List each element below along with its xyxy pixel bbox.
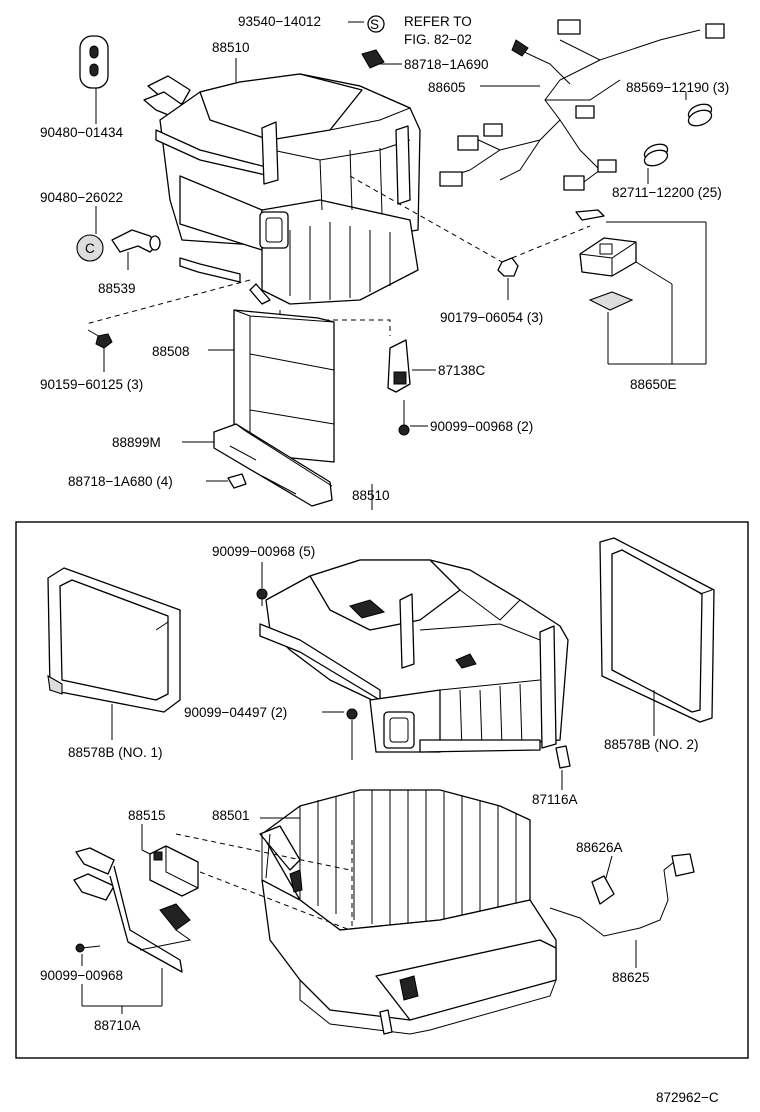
- label-88510-top: 88510: [212, 40, 250, 55]
- cooling-unit-88510-top: [143, 73, 421, 305]
- clip-90480-01434: [79, 35, 109, 89]
- lower-case-88501: [261, 833, 557, 1035]
- label-88605: 88605: [428, 80, 466, 95]
- label-88515: 88515: [128, 808, 166, 823]
- label-c-mark: C: [85, 241, 95, 256]
- clip-88718-1a680: [206, 473, 247, 489]
- tube-88710a: [73, 847, 192, 973]
- upper-case-88510: [259, 559, 569, 753]
- label-88710a: 88710A: [94, 1018, 141, 1033]
- label-82711-12200: 82711−12200 (25): [612, 185, 722, 200]
- label-88899m: 88899M: [112, 435, 161, 450]
- thermistor-88625: [549, 853, 695, 968]
- label-90159-60125: 90159−60125 (3): [40, 377, 143, 392]
- label-90099-00968: 90099−00968: [40, 968, 123, 983]
- expansion-valve-88515: [141, 824, 199, 897]
- gasket-88578b-no1: [47, 567, 181, 740]
- label-88718-1a680: 88718−1A680 (4): [68, 474, 173, 489]
- clamp-82711-12200: [643, 143, 669, 167]
- dashed-guides-bottom: [175, 833, 353, 931]
- label-figure-code: 872962−C: [656, 1090, 719, 1105]
- label-90099-04497: 90099−04497 (2): [184, 705, 287, 720]
- leader-88710a: [81, 968, 163, 1014]
- leader-lines-top: [95, 58, 687, 510]
- label-88539: 88539: [98, 281, 136, 296]
- label-88578b-no1: 88578B (NO. 1): [68, 745, 163, 760]
- label-90179-06054: 90179−06054 (3): [440, 310, 543, 325]
- gasket-88578b-no2: [599, 537, 715, 736]
- label-88501: 88501: [212, 808, 250, 823]
- screw-90099-00968-2: [398, 400, 428, 436]
- label-s-mark: S: [370, 17, 379, 32]
- label-88650e: 88650E: [630, 377, 677, 392]
- label-88718-1a690: 88718−1A690: [404, 57, 488, 72]
- filter-holder-88899m: [182, 423, 333, 507]
- drain-hose-88539: [111, 229, 161, 270]
- label-88569-12190: 88569−12190 (3): [626, 80, 729, 95]
- resistor-87138c: [387, 339, 436, 393]
- label-88578b-no2: 88578B (NO. 2): [604, 737, 699, 752]
- label-88626a: 88626A: [576, 840, 623, 855]
- screw-93540-14012: [348, 15, 385, 33]
- label-90099-00968-2: 90099−00968 (2): [430, 419, 533, 434]
- label-88625: 88625: [612, 970, 650, 985]
- amplifier-88650e: [575, 209, 707, 365]
- band-88569-12190: [687, 103, 713, 127]
- wire-harness-88605: [439, 19, 725, 191]
- sensor-87116a: [555, 745, 571, 790]
- label-fig-82-02: FIG. 82−02: [404, 32, 472, 47]
- bolt-90159-60125: [87, 329, 113, 372]
- label-90099-00968-5: 90099−00968 (5): [212, 544, 315, 559]
- connector-88718-1a690: [361, 49, 402, 69]
- labels: 93540−14012 S REFER TO FIG. 82−02 88510 …: [40, 14, 729, 1105]
- bolt-90099-04497: [322, 708, 358, 760]
- label-88510-box: 88510: [352, 488, 390, 503]
- label-87138c: 87138C: [438, 363, 486, 378]
- label-refer-to: REFER TO: [404, 14, 472, 29]
- label-88508: 88508: [152, 344, 190, 359]
- label-90480-26022: 90480−26022: [40, 190, 123, 205]
- screw-90099-00968-5: [256, 562, 268, 606]
- label-90480-01434: 90480−01434: [40, 125, 123, 140]
- grommet-90480-26022: [76, 234, 104, 262]
- label-87116a: 87116A: [532, 792, 578, 807]
- nut-90179-06054: [497, 257, 519, 300]
- label-93540-14012: 93540−14012: [238, 14, 321, 29]
- detail-box-88510: [15, 521, 749, 1059]
